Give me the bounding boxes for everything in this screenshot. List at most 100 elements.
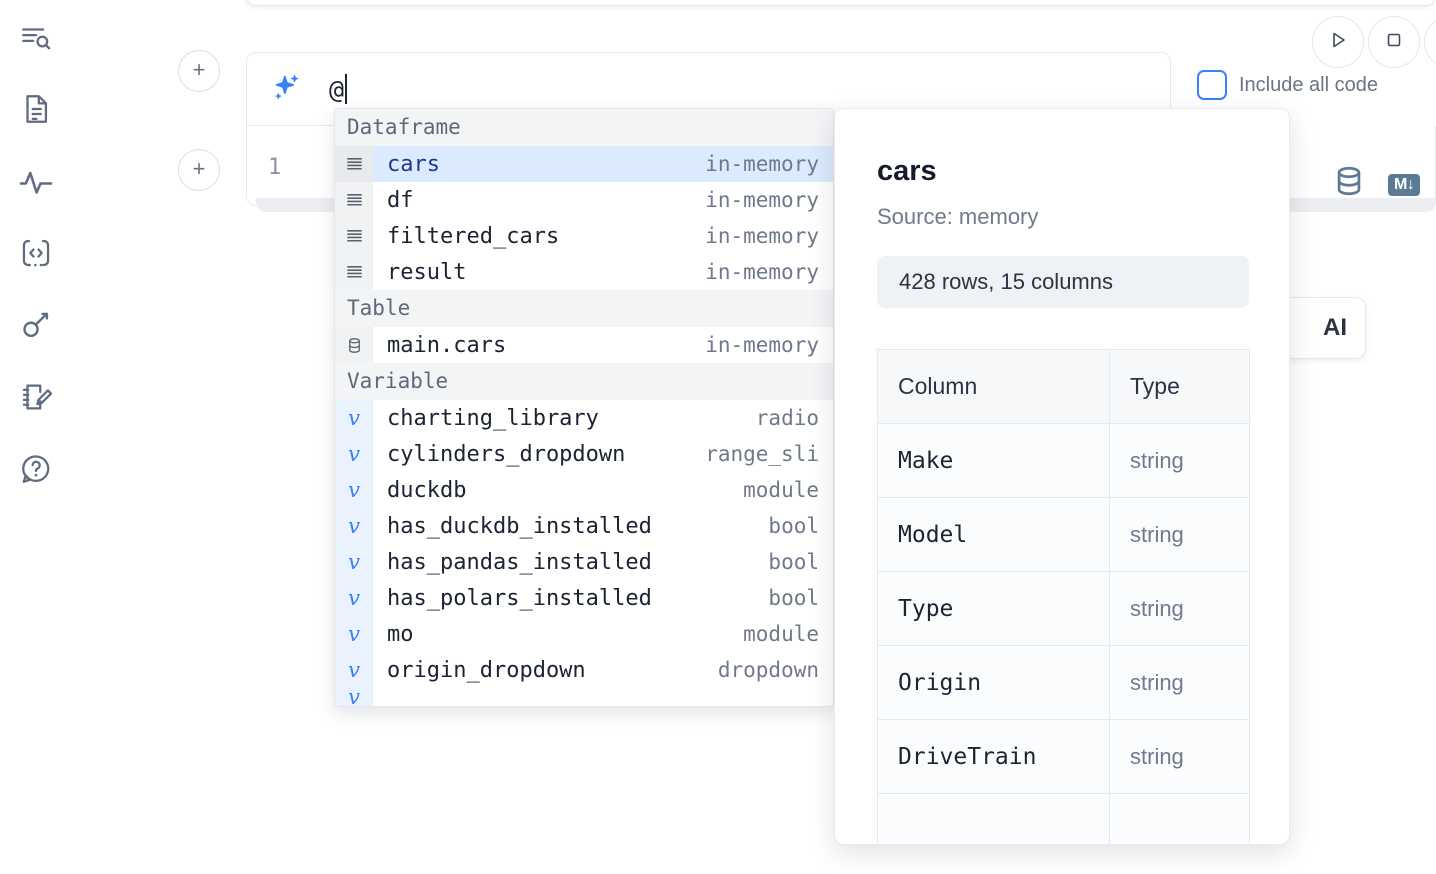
database-icon[interactable] [1332, 164, 1366, 203]
add-cell-button-top[interactable]: + [178, 50, 220, 92]
stop-button[interactable] [1368, 16, 1420, 68]
cell-column-type: string [1109, 645, 1250, 720]
autocomplete-item-name: main.cars [387, 332, 507, 358]
add-cell-button-bottom[interactable]: + [178, 149, 220, 191]
line-number: 1 [268, 155, 282, 180]
autocomplete-item[interactable]: result in-memory [335, 254, 833, 290]
cell-column-name [877, 793, 1110, 844]
stop-icon [1382, 28, 1406, 57]
autocomplete-item-name: filtered_cars [387, 223, 560, 249]
autocomplete-item-type: in-memory [705, 224, 819, 248]
autocomplete-item-type: in-memory [705, 188, 819, 212]
autocomplete-item-type: in-memory [705, 260, 819, 284]
cell-above-fragment [246, 0, 1436, 6]
autocomplete-item-type: range_sli [705, 442, 819, 466]
cell-column-type: string [1109, 423, 1250, 498]
markdown-badge[interactable]: M↓ [1388, 174, 1421, 196]
left-icon-rail [0, 0, 72, 874]
table-row: Make string [877, 423, 1250, 498]
ai-prompt-value: @ [329, 74, 345, 104]
autocomplete-dropdown[interactable]: Dataframe cars in-memory df in-memory [334, 108, 834, 707]
dataframe-icon [335, 182, 373, 218]
key-icon[interactable] [12, 301, 60, 349]
info-panel-title: cars [877, 155, 937, 187]
autocomplete-item[interactable]: 𝑣 has_duckdb_installed bool [335, 508, 833, 544]
outline-search-icon[interactable] [12, 14, 60, 62]
variable-icon: 𝑣 [335, 436, 373, 472]
include-all-code-row[interactable]: Include all code [1197, 70, 1378, 100]
cell-column-type: string [1109, 497, 1250, 572]
autocomplete-item[interactable]: 𝑣 has_polars_installed bool [335, 580, 833, 616]
autocomplete-item[interactable]: cars in-memory [335, 146, 833, 182]
autocomplete-item[interactable]: 𝑣 origin_dropdown dropdown [335, 652, 833, 688]
autocomplete-item[interactable]: 𝑣 cylinders_dropdown range_sli [335, 436, 833, 472]
autocomplete-item[interactable]: 𝑣 duckdb module [335, 472, 833, 508]
autocomplete-item-clipped[interactable]: 𝑣 [335, 688, 833, 706]
variable-icon: 𝑣 [335, 508, 373, 544]
autocomplete-item-name: mo [387, 621, 414, 647]
run-icon [1326, 28, 1350, 57]
table-row: Type string [877, 571, 1250, 646]
column-header-column: Column [877, 349, 1110, 424]
autocomplete-group-header: Table [335, 290, 833, 327]
dataframe-info-panel: cars Source: memory 428 rows, 15 columns… [834, 108, 1290, 845]
autocomplete-item[interactable]: 𝑣 mo module [335, 616, 833, 652]
autocomplete-item-type: bool [768, 550, 819, 574]
autocomplete-item-type: in-memory [705, 333, 819, 357]
add-button-label: + [192, 57, 206, 82]
table-row: Model string [877, 497, 1250, 572]
dataframe-icon [335, 146, 373, 182]
cell-column-name: Model [877, 497, 1110, 572]
variable-icon: 𝑣 [335, 400, 373, 436]
table-row-clipped [877, 793, 1250, 844]
text-cursor [345, 74, 348, 104]
variable-icon: 𝑣 [335, 544, 373, 580]
ai-prompt-input[interactable]: @ [329, 69, 1170, 109]
cell-column-name: DriveTrain [877, 719, 1110, 794]
variable-icon: 𝑣 [335, 616, 373, 652]
cell-column-type: string [1109, 571, 1250, 646]
autocomplete-item[interactable]: df in-memory [335, 182, 833, 218]
more-button[interactable] [1424, 16, 1436, 68]
dataframe-icon [335, 218, 373, 254]
autocomplete-item-type: in-memory [705, 152, 819, 176]
info-panel-source: Source: memory [877, 204, 1039, 229]
autocomplete-item[interactable]: 𝑣 charting_library radio [335, 400, 833, 436]
variable-icon: 𝑣 [335, 652, 373, 688]
code-brackets-icon[interactable] [12, 229, 60, 277]
variable-icon: 𝑣 [335, 580, 373, 616]
autocomplete-item-type: radio [755, 406, 819, 430]
notebook-edit-icon[interactable] [12, 373, 60, 421]
dataframe-icon [335, 254, 373, 290]
info-panel-shape: 428 rows, 15 columns [877, 256, 1249, 308]
autocomplete-item-name: has_duckdb_installed [387, 513, 652, 539]
variable-icon: 𝑣 [335, 688, 373, 706]
autocomplete-item-name: has_polars_installed [387, 585, 652, 611]
file-document-icon[interactable] [12, 85, 60, 133]
autocomplete-group-header: Variable [335, 363, 833, 400]
table-header-row: Column Type [877, 349, 1250, 424]
autocomplete-item[interactable]: main.cars in-memory [335, 327, 833, 363]
autocomplete-item-type: dropdown [717, 658, 819, 682]
cell-column-name: Make [877, 423, 1110, 498]
cell-column-name: Type [877, 571, 1110, 646]
activity-pulse-icon[interactable] [12, 158, 60, 206]
autocomplete-item-name: has_pandas_installed [387, 549, 652, 575]
add-button-label: + [192, 156, 206, 181]
autocomplete-item-name: charting_library [387, 405, 599, 431]
column-header-type: Type [1109, 349, 1250, 424]
autocomplete-item[interactable]: filtered_cars in-memory [335, 218, 833, 254]
autocomplete-item-type: module [743, 622, 819, 646]
run-button[interactable] [1312, 16, 1364, 68]
table-row: DriveTrain string [877, 719, 1250, 794]
autocomplete-group-header: Dataframe [335, 109, 833, 146]
autocomplete-item-name: cars [387, 151, 440, 177]
table-row: Origin string [877, 645, 1250, 720]
autocomplete-item[interactable]: 𝑣 has_pandas_installed bool [335, 544, 833, 580]
cell-column-type [1109, 793, 1250, 844]
autocomplete-item-name: origin_dropdown [387, 657, 586, 683]
help-chat-icon[interactable] [12, 445, 60, 493]
autocomplete-item-type: module [743, 478, 819, 502]
include-all-code-checkbox[interactable] [1197, 70, 1227, 100]
